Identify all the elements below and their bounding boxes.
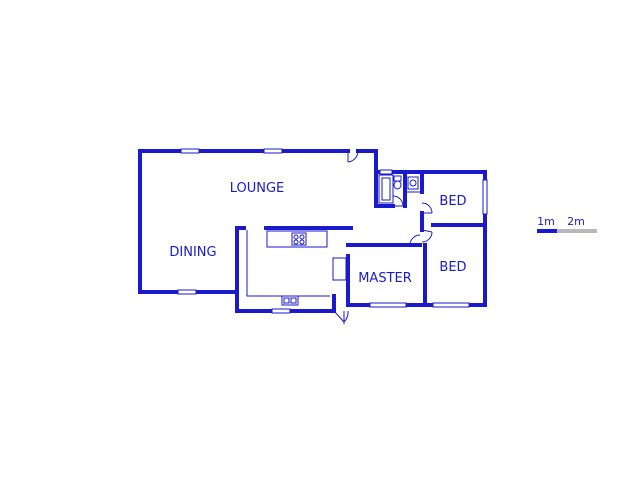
toilet-cistern	[393, 175, 402, 182]
kitchen-sink-bowl-2	[290, 297, 297, 304]
kitchen-sink	[281, 295, 299, 306]
doors	[333, 150, 433, 324]
wall-kitchen	[235, 226, 336, 313]
wall-bathroom	[374, 149, 395, 208]
door-master-arc	[409, 234, 421, 246]
basin-bowl	[409, 179, 417, 187]
hob-ring-3	[293, 239, 299, 245]
window-dining	[177, 289, 197, 295]
room-label-bed-lower: BED	[439, 260, 466, 275]
bath-tub	[378, 174, 394, 204]
scale-label-2m: 2m	[567, 215, 585, 228]
kitchen-sink-bowl-1	[283, 297, 290, 304]
room-label-dining: DINING	[169, 245, 216, 260]
door-kitchen-arc	[333, 310, 349, 323]
basin	[407, 176, 419, 190]
master-wardrobe	[332, 257, 347, 281]
scale-segment-secondary	[557, 229, 597, 233]
hob-ring-1	[293, 234, 299, 240]
window-kitchen	[271, 308, 291, 314]
fixtures	[246, 174, 420, 306]
scale-bar: 1m 2m	[537, 215, 597, 233]
wall-lounge-top	[138, 149, 350, 294]
toilet-bowl	[393, 180, 402, 190]
hob	[291, 232, 307, 246]
room-label-lounge: LOUNGE	[230, 181, 285, 196]
hob-ring-4	[299, 239, 305, 245]
door-bed-lower-arc	[421, 229, 433, 243]
kitchen-counter	[246, 230, 330, 297]
window-master	[369, 302, 407, 308]
room-label-bed-upper: BED	[439, 194, 466, 209]
scale-label-1m: 1m	[537, 215, 555, 228]
window-bed-lower	[432, 302, 470, 308]
bath-tub-inner	[381, 177, 391, 201]
scale-segment-primary	[537, 229, 557, 233]
window-lounge-2	[263, 148, 283, 154]
window-bathroom	[379, 169, 393, 175]
door-bath-arc	[392, 195, 404, 207]
room-label-master: MASTER	[358, 271, 412, 286]
windows	[177, 148, 488, 314]
window-lounge-1	[180, 148, 200, 154]
door-bed-upper-arc	[421, 202, 433, 214]
window-bed-upper	[482, 179, 488, 215]
hob-ring-2	[299, 234, 305, 240]
room-labels: LOUNGE DINING MASTER BED BED	[169, 181, 466, 286]
walls	[138, 149, 487, 313]
door-lounge-arc	[347, 150, 359, 163]
